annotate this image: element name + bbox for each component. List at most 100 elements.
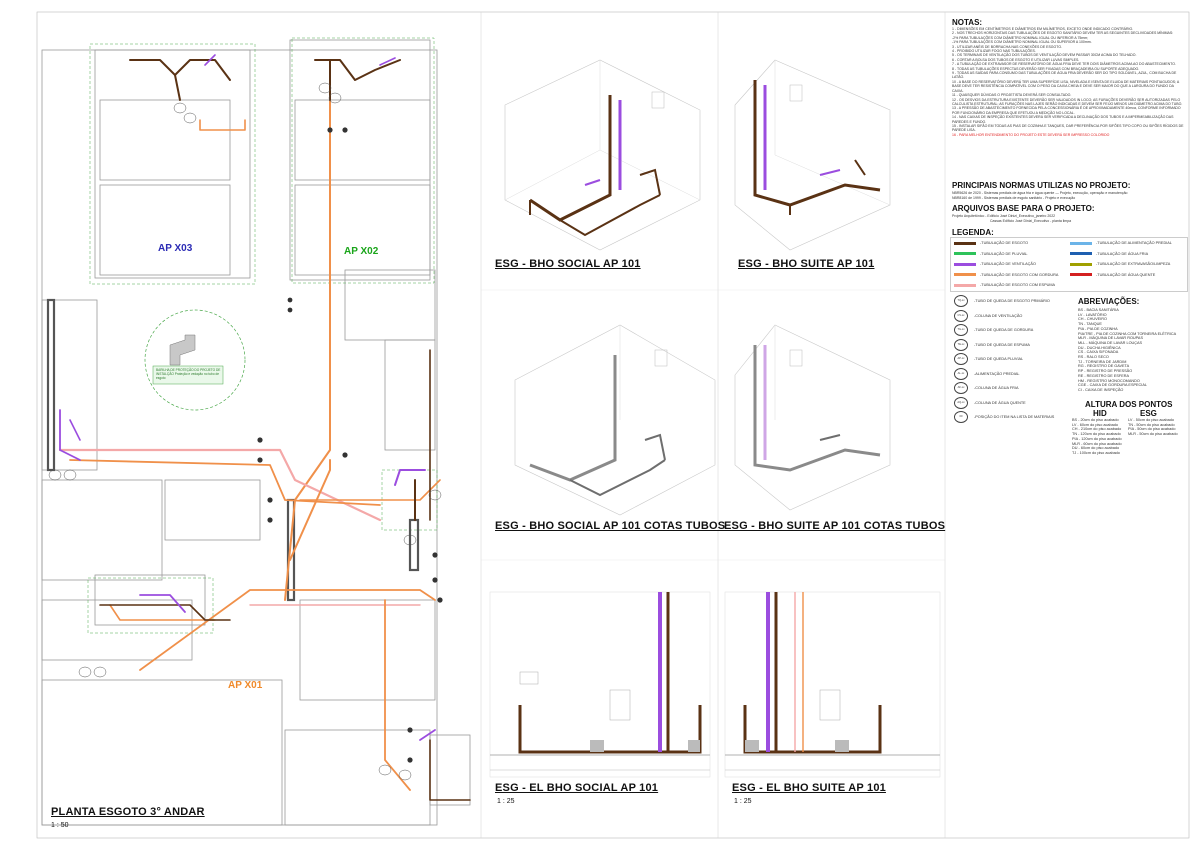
room-label-ap-x03: AP X03 (158, 243, 193, 254)
heights-title: ALTURA DOS PONTOS (1085, 400, 1173, 409)
symbol-item: AF-xx-COLUNA DE ÁGUA FRIA (954, 381, 1074, 396)
note-item: 5 - OS TERMINAIS DE VENTILAÇÃO DOS TUBOS… (952, 53, 1137, 58)
symbol-item: 00-POSIÇÃO DO ITEM NA LISTA DE MATERIAIS (954, 410, 1074, 425)
legend-label: -TUBULAÇÃO DE EXTRAVASÃO/LIMPEZA (1096, 262, 1171, 266)
legend-item: -TUBULAÇÃO DE EXTRAVASÃO/LIMPEZA (1070, 261, 1185, 267)
legend-swatch (1070, 273, 1092, 276)
legend-item: -TUBULAÇÃO DE ÁGUA FRIA (1070, 251, 1185, 257)
plan-scale: 1 : 50 (51, 822, 69, 829)
symbol-item: CV-xx-COLUNA DE VENTILAÇÃO (954, 309, 1074, 324)
heights-hid-label: HID (1093, 409, 1107, 418)
legend-label: -TUBULAÇÃO DE ESGOTO COM ESPUMA (980, 283, 1056, 287)
height-hid-item: BS - 20cm do piso acabado (1072, 418, 1119, 422)
elevation-scale-social: 1 : 25 (497, 798, 515, 805)
abbreviation-item: RP - REGISTRO DE PRESSÃO (1078, 369, 1133, 374)
abbreviation-item: CGE - CAIXA DE GORDURA ESPECIAL (1078, 383, 1147, 388)
symbol-item: AP-xx-TUBO DE QUEDA PLUVIAL (954, 352, 1074, 367)
abbreviation-item: RE - REGISTRO DE ESFERA (1078, 373, 1130, 378)
note-item: 9 - TODAS AS SAÍDAS PARA CONSUMO DAS TUB… (952, 71, 1177, 80)
elevation-suite (724, 591, 941, 778)
legend-swatch (1070, 262, 1092, 266)
symbol-marker-icon: AP-xx (954, 353, 968, 366)
abbreviation-item: MLL - MÁQUINA DE LAVAR LOUÇAS (1078, 340, 1143, 345)
symbol-item: TG-xx-TUBO DE QUEDA DE GORDURA (954, 323, 1074, 338)
symbol-item: TE-xx-TUBO DE QUEDA DE ESPUMA (954, 338, 1074, 353)
view-title-suite: ESG - BHO SUITE AP 101 (738, 258, 875, 270)
symbol-label: -TUBO DE QUEDA DE GORDURA (974, 328, 1034, 333)
note-item: 16 - PARA MELHOR ENTENDIMENTO DO PROJETO… (952, 132, 1110, 137)
norms-item: NBR5626 de 2020 - Sistemas prediais de á… (952, 191, 1128, 195)
abbreviation-item: CI - CAIXA DE INSPEÇÃO (1078, 387, 1124, 392)
height-esg-item: MLR - 50cm do piso acabado (1128, 432, 1178, 437)
iso-view-suite (734, 59, 891, 251)
abbreviation-item: CS - CAIXA SIFONADA (1078, 350, 1119, 355)
view-title-social: ESG - BHO SOCIAL AP 101 (495, 258, 641, 270)
legend-swatch (954, 252, 976, 255)
symbol-item: TQ-xx-TUBO DE QUEDA DE ESGOTO PRIMÁRIO (954, 294, 1074, 309)
legend-item: -TUBULAÇÃO DE ESGOTO COM ESPUMA (954, 282, 1069, 288)
symbol-label: -COLUNA DE ÁGUA QUENTE (974, 400, 1026, 405)
legend-item: -TUBULAÇÃO DE ESGOTO COM GORDURA (954, 272, 1069, 278)
note-item: 4 - PROIBIDO UTILIZAR FOGO NAS TUBULAÇÕE… (952, 49, 1036, 54)
view-title-social-dims: ESG - BHO SOCIAL AP 101 COTAS TUBOS (495, 520, 726, 532)
legend-item: -TUBULAÇÃO DE PLUVIAL (954, 251, 1069, 257)
legend-swatch (954, 262, 976, 266)
symbol-label: -POSIÇÃO DO ITEM NA LISTA DE MATERIAIS (974, 415, 1055, 420)
norms-title: PRINCIPAIS NORMAS UTILIZAS NO PROJETO: (952, 181, 1131, 190)
height-hid-item: DU - 60cm do piso acabado (1072, 446, 1120, 451)
norms-item: NBR8160 de 1999 - Sistemas prediais de e… (952, 196, 1076, 200)
note-item: 6 - CORTAR A BOLSA DOS TUBOS DE ESGOTO E… (952, 57, 1080, 62)
notes-block: NOTAS: 1 - DIMENSÕES EM CENTÍMETROS E DI… (952, 18, 1184, 137)
iso-view-suite-dims (734, 324, 891, 511)
height-esg-item: TN - 50cm do piso acabado (1128, 422, 1175, 427)
elevation-title-suite: ESG - EL BHO SUITE AP 101 (732, 782, 886, 794)
legend-swatch (1070, 241, 1092, 245)
symbol-marker-icon: AL-xx (954, 367, 968, 380)
symbol-label: -TUBO DE QUEDA DE ESPUMA (974, 342, 1030, 347)
note-item: -1% PARA TUBULAÇÕES COM DIÂMETRO NOMINAL… (952, 40, 1092, 45)
note-item: 8 - TODAS AS TUBULAÇÕES ESPECTAS DEVERÃO… (952, 66, 1140, 71)
base-files-item: Projeto Arquitetônico - Edifício José Di… (952, 214, 1056, 218)
note-item: 13 - A PRESSÃO DE ABASTECIMENTO FORNECID… (952, 106, 1181, 115)
abbreviation-item: HM - REGISTRO MONOCOMANDO (1078, 378, 1140, 383)
room-label-ap-x01: AP X01 (228, 680, 263, 691)
plan-title: PLANTA ESGOTO 3° ANDAR (51, 806, 205, 818)
legend-swatch (1070, 252, 1092, 255)
legend-box (950, 237, 1188, 292)
legend-item: -TUBULAÇÃO DE VENTILAÇÃO (954, 261, 1069, 267)
legend-label: -TUBULAÇÃO DE ALIMENTAÇÃO PREDIAL (1096, 241, 1172, 245)
note-item: 1 - DIMENSÕES EM CENTÍMETROS E DIÂMETROS… (952, 27, 1134, 31)
abbreviation-item: TN - TANQUE (1078, 322, 1102, 327)
legend-title: LEGENDA: (952, 228, 994, 237)
abbreviation-item: PIA/TRE - PIA DE COZINHA COM TORNEIRA EL… (1078, 331, 1177, 336)
iso-view-social-dims (514, 324, 716, 516)
height-hid-item: MLR - 60cm do piso acabado (1072, 441, 1122, 446)
abbreviation-item: DU - DUCHA HIGIÊNICA (1078, 345, 1121, 350)
legend-label: -TUBULAÇÃO DE PLUVIAL (980, 251, 1028, 256)
heights-esg-label: ESG (1140, 409, 1157, 418)
legend-label: -TUBULAÇÃO DE VENTILAÇÃO (980, 262, 1036, 266)
abbreviations-title: ABREVIAÇÕES: (1078, 297, 1140, 306)
height-hid-item: TJ - 100cm do piso acabado (1072, 450, 1120, 455)
height-hid-item: PIA - 120cm do piso acabado (1072, 436, 1122, 441)
symbol-item: AQ-xx -COLUNA DE ÁGUA QUENTE (954, 396, 1074, 411)
base-files-title: ARQUIVOS BASE PARA O PROJETO: (952, 204, 1095, 213)
room-label-ap-x02: AP X02 (344, 246, 379, 257)
abbreviation-item: LV - LAVATÓRIO (1078, 312, 1107, 317)
abbreviation-item: CH - CHUVEIRO (1078, 317, 1107, 322)
floor-plan (41, 39, 471, 826)
legend-item: -TUBULAÇÃO DE ÁGUA QUENTE (1070, 272, 1185, 278)
symbol-marker-icon: AQ-xx (954, 396, 968, 409)
detail-callout-text: BARILHA DE PROTEÇÃO DO PROJETO DE INSTAL… (156, 368, 221, 380)
note-item: -2% PARA TUBULAÇÕES COM DIÂMETRO NOMINAL… (952, 35, 1089, 40)
note-item: 11 - QUAISQUER DÚVIDAS O PROJETISTA DEVE… (952, 93, 1072, 98)
height-esg-item: LV - 50cm do piso acabado (1128, 418, 1174, 422)
abbreviation-item: MLR - MÁQUINA DE LAVAR ROUPAS (1078, 336, 1143, 341)
symbol-marker-icon: CV-xx (954, 309, 968, 322)
abbreviation-item: TJ - TORNEIRA DE JARDIM (1078, 359, 1127, 364)
symbol-label: -TUBO DE QUEDA DE ESGOTO PRIMÁRIO (974, 299, 1050, 304)
